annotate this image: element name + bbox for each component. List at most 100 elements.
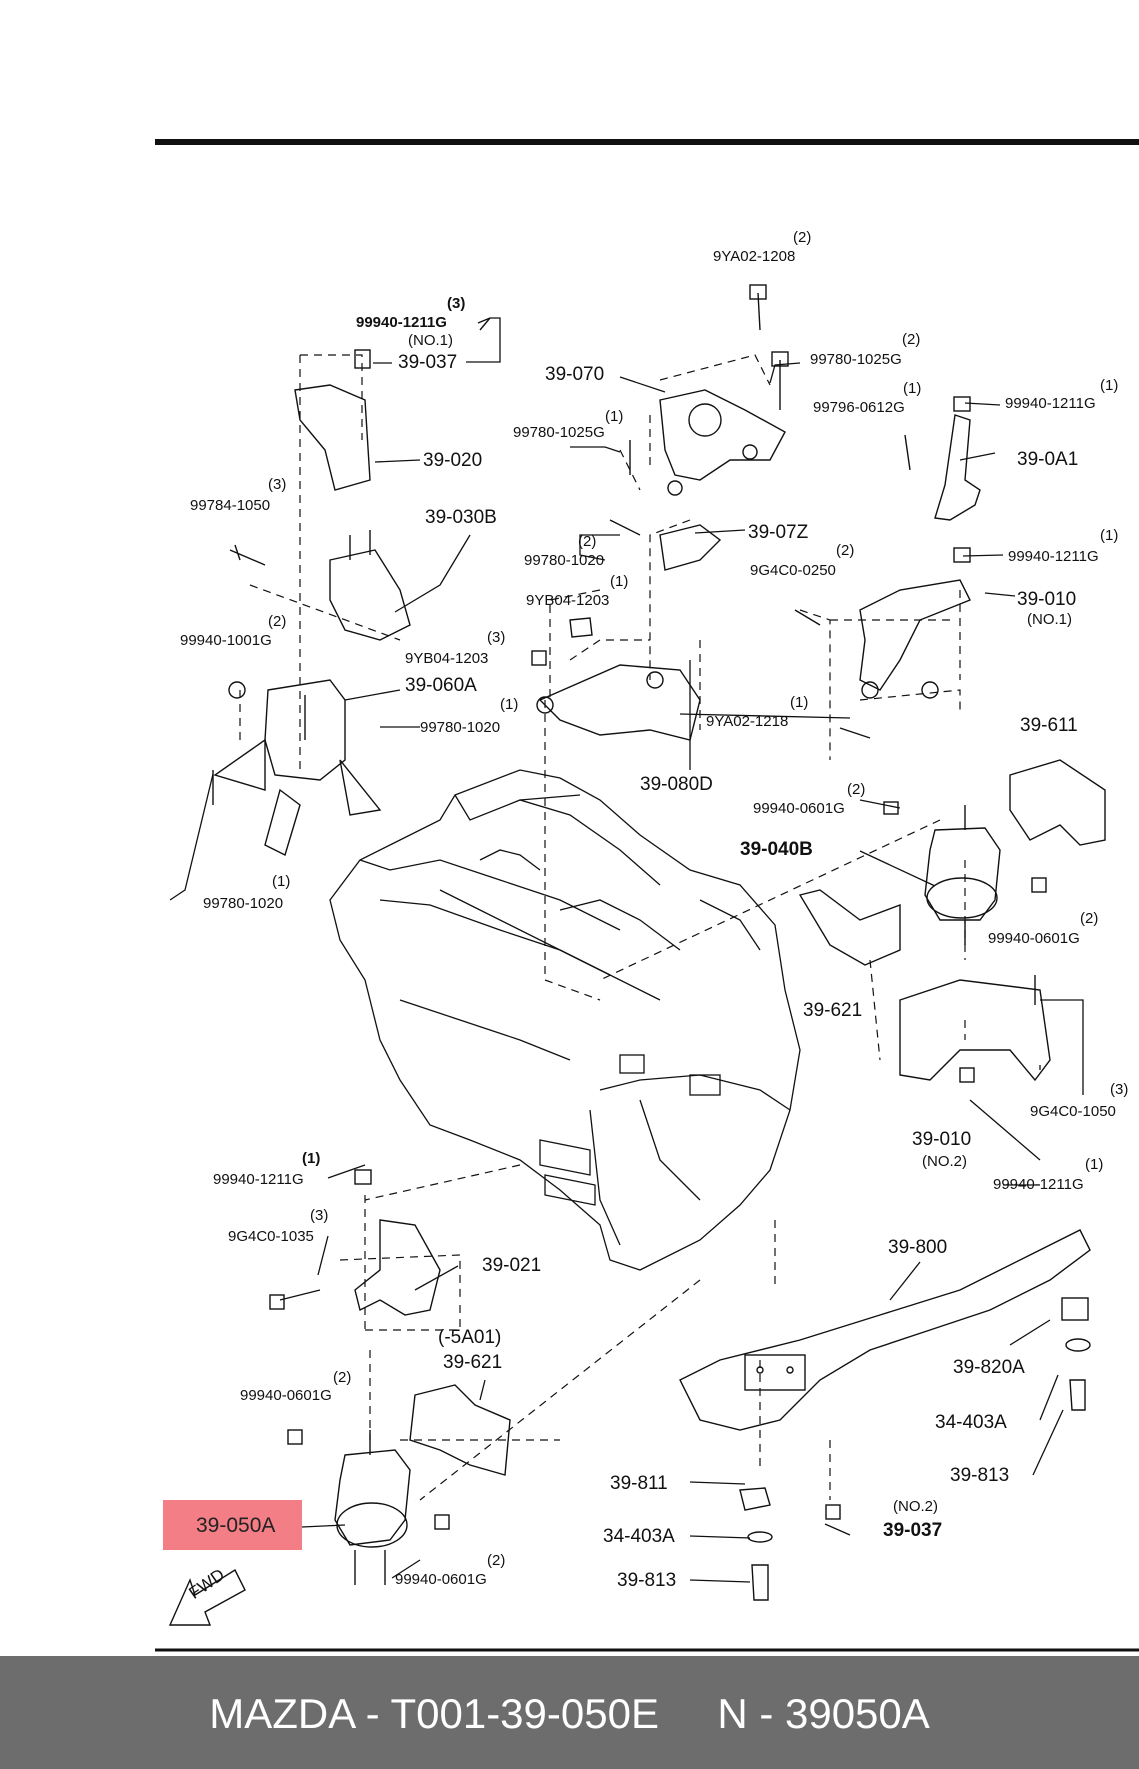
- fastener-9yb04-1203-b: 9YB04-1203: [405, 650, 489, 667]
- part-label-39-611: 39-611: [1020, 715, 1078, 736]
- fastener-99784-1050: 99784-1050: [190, 497, 271, 514]
- part-label-39-021: 39-021: [482, 1255, 542, 1276]
- qty-99780-1020-l: (1): [500, 696, 519, 713]
- qty-99940-1211g-top: (3): [447, 295, 466, 312]
- bracket-39-030b-icon: [329, 549, 411, 641]
- fastener-99780-1020-mid: 99780-1020: [524, 552, 605, 569]
- part-label-39-010-no2: 39-010: [912, 1129, 972, 1150]
- qty-99784-1050: (3): [268, 476, 287, 493]
- fastener-9g4c0-1035: 9G4C0-1035: [228, 1228, 314, 1245]
- part-label-39-080d: 39-080D: [640, 774, 713, 795]
- qty-99940-1001g: (2): [268, 613, 287, 630]
- diagram-drawing: [155, 139, 1139, 1652]
- fwd-arrow-icon: [168, 1568, 246, 1626]
- part-label-39-621-left: 39-621: [443, 1352, 503, 1373]
- fastener-99780-1025g-l: 99780-1025G: [513, 424, 605, 441]
- part-label-39-07z: 39-07Z: [748, 522, 809, 543]
- bracket-39-080d-icon: [538, 664, 701, 741]
- fastener-99780-1020-b: 99780-1020: [203, 895, 284, 912]
- crossmember-39-800-icon: [679, 1229, 1091, 1431]
- qty-9g4c0-1035: (3): [310, 1207, 329, 1224]
- engine-outline-icon: [329, 769, 801, 1271]
- part-label-39-0a1: 39-0A1: [1017, 449, 1079, 470]
- qty-9g4c0-0250: (2): [836, 542, 855, 559]
- no1-top: (NO.1): [408, 332, 453, 349]
- qty-9yb04-1203-b: (3): [487, 629, 506, 646]
- qty-99940-1211g-r2: (1): [1100, 527, 1119, 544]
- plate-39-07z-icon: [659, 524, 722, 571]
- bracket-39-0a1-icon: [934, 414, 981, 521]
- highlighted-part-label: 39-050A: [196, 1514, 276, 1537]
- qty-9yb04-1203-a: (1): [610, 573, 629, 590]
- qty-99940-0601g-d: (2): [487, 1552, 506, 1569]
- no2-a: (NO.2): [922, 1153, 967, 1170]
- mount-39-070-icon: [659, 389, 786, 481]
- part-label-39-811: 39-811: [610, 1473, 668, 1494]
- mount-39-060a-icon: [264, 679, 346, 781]
- qty-9ya02-1218: (1): [790, 694, 809, 711]
- qty-99940-0601g-a: (2): [847, 781, 866, 798]
- part-label-39-621-right: 39-621: [803, 1000, 863, 1021]
- fastener-99796-0612g: 99796-0612G: [813, 399, 905, 416]
- part-label-39-060a: 39-060A: [405, 675, 477, 696]
- part-label-39-820a: 39-820A: [953, 1357, 1025, 1378]
- part-label-39-070: 39-070: [545, 364, 605, 385]
- qty-99940-1211g-l: (1): [302, 1150, 321, 1167]
- qty-9ya02-1208: (2): [793, 229, 812, 246]
- qty-99940-1211g-r1: (1): [1100, 377, 1119, 394]
- fastener-99940-1001g: 99940-1001G: [180, 632, 272, 649]
- qty-99780-1025g-l: (1): [605, 408, 624, 425]
- fastener-9ya02-1208: 9YA02-1208: [713, 248, 796, 265]
- fastener-9ya02-1218: 9YA02-1218: [706, 713, 789, 730]
- no1-right: (NO.1): [1027, 611, 1072, 628]
- qty-99780-1020-mid: (2): [578, 533, 597, 550]
- part-label-5a01: (-5A01): [438, 1327, 502, 1348]
- footer-bar: MAZDA - T001-39-050E N - 39050A: [0, 1656, 1139, 1769]
- fastener-9g4c0-1050: 9G4C0-1050: [1030, 1103, 1116, 1120]
- qty-99780-1020-b: (1): [272, 873, 291, 890]
- no2-b: (NO.2): [893, 1498, 938, 1515]
- part-label-39-813-bottom: 39-813: [617, 1570, 677, 1591]
- rubber-39-811-icon: [739, 1487, 771, 1511]
- part-label-39-010-no1: 39-010: [1017, 589, 1077, 610]
- qty-99780-1025g-r: (2): [902, 331, 921, 348]
- bracket-39-020-icon: [294, 384, 371, 491]
- part-label-34-403a-bottom: 34-403A: [603, 1526, 675, 1547]
- fastener-99940-1211g-top: 99940-1211G: [356, 314, 447, 331]
- cover-39-621-left-icon: [409, 1384, 511, 1476]
- part-label-39-037-bottom: 39-037: [883, 1520, 943, 1541]
- qty-99940-1211g-r3: (1): [1085, 1156, 1104, 1173]
- fastener-99940-0601g-d: 99940-0601G: [395, 1571, 487, 1588]
- bracket-39-010-no2-icon: [899, 979, 1051, 1082]
- fastener-99780-1020-l: 99780-1020: [420, 719, 501, 736]
- bracket-39-010-no1-icon: [859, 579, 971, 691]
- mount-39-050a-icon: [334, 1449, 411, 1546]
- part-label-39-040b: 39-040B: [740, 839, 813, 860]
- fastener-9g4c0-0250: 9G4C0-0250: [750, 562, 836, 579]
- fastener-99940-1211g-r1: 99940-1211G: [1005, 395, 1096, 412]
- fastener-9yb04-1203-a: 9YB04-1203: [526, 592, 610, 609]
- part-label-39-800: 39-800: [888, 1237, 948, 1258]
- fastener-99940-1211g-l: 99940-1211G: [213, 1171, 304, 1188]
- footer-text: MAZDA - T001-39-050E N - 39050A: [209, 1690, 930, 1737]
- fastener-99940-0601g-a: 99940-0601G: [753, 800, 845, 817]
- highlighted-part-39-050a: 39-050A: [163, 1500, 302, 1550]
- fastener-99940-1211g-r2: 99940-1211G: [1008, 548, 1099, 565]
- part-label-34-403a-right: 34-403A: [935, 1412, 1007, 1433]
- cover-39-611-icon: [1009, 759, 1106, 846]
- part-label-39-030b: 39-030B: [425, 507, 497, 528]
- fastener-99940-0601g-b: 99940-0601G: [988, 930, 1080, 947]
- mount-39-040b-icon: [924, 827, 1001, 921]
- part-label-39-020: 39-020: [423, 450, 483, 471]
- qty-9g4c0-1050: (3): [1110, 1081, 1129, 1098]
- part-label-39-813-right: 39-813: [950, 1465, 1010, 1486]
- fastener-99940-1211g-r3: 99940-1211G: [993, 1176, 1084, 1193]
- qty-99940-0601g-c: (2): [333, 1369, 352, 1386]
- parts-diagram: 39-037 39-020 39-030B 39-060A 39-070 39-…: [155, 139, 1139, 1652]
- qty-99796-0612g: (1): [903, 380, 922, 397]
- bracket-39-021-icon: [354, 1219, 441, 1316]
- part-label-39-037-top: 39-037: [398, 352, 458, 373]
- cover-39-621-right-icon: [798, 889, 901, 966]
- fastener-99940-0601g-c: 99940-0601G: [240, 1387, 332, 1404]
- fastener-99780-1025g-r: 99780-1025G: [810, 351, 902, 368]
